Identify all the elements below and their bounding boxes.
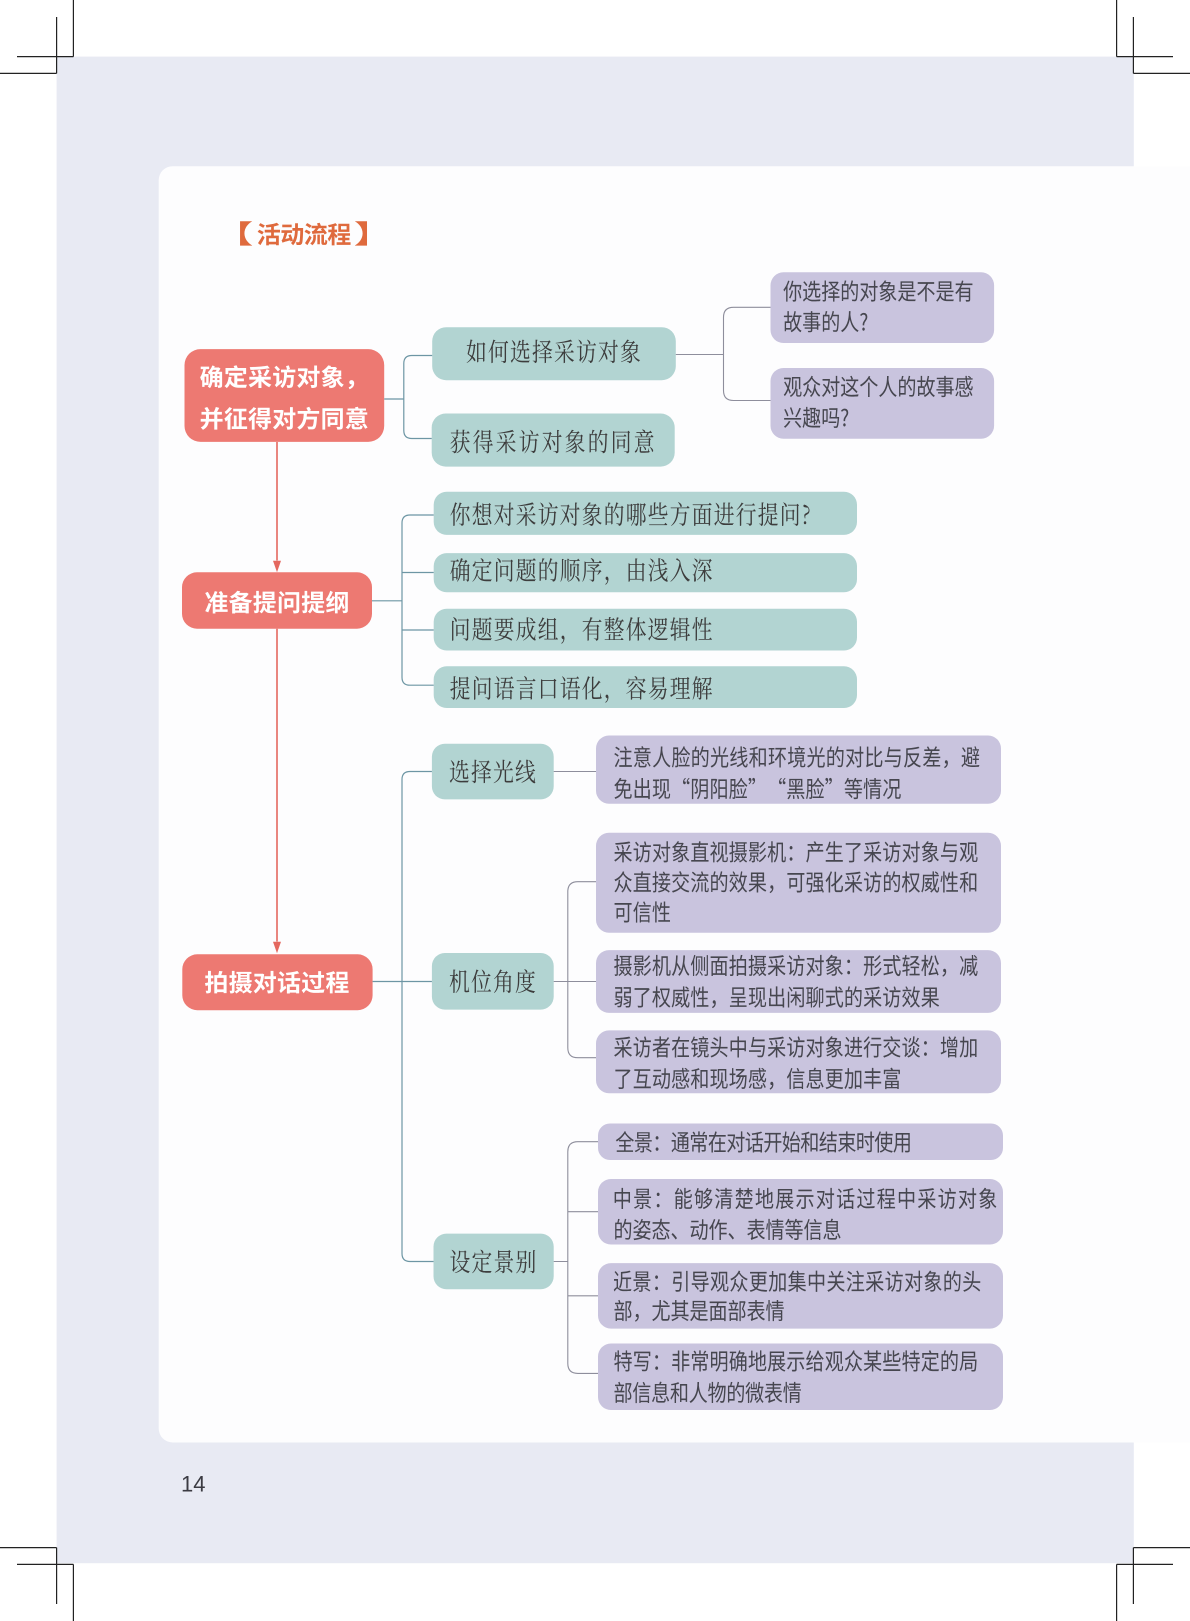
svg-text:14: 14 <box>181 1472 205 1497</box>
